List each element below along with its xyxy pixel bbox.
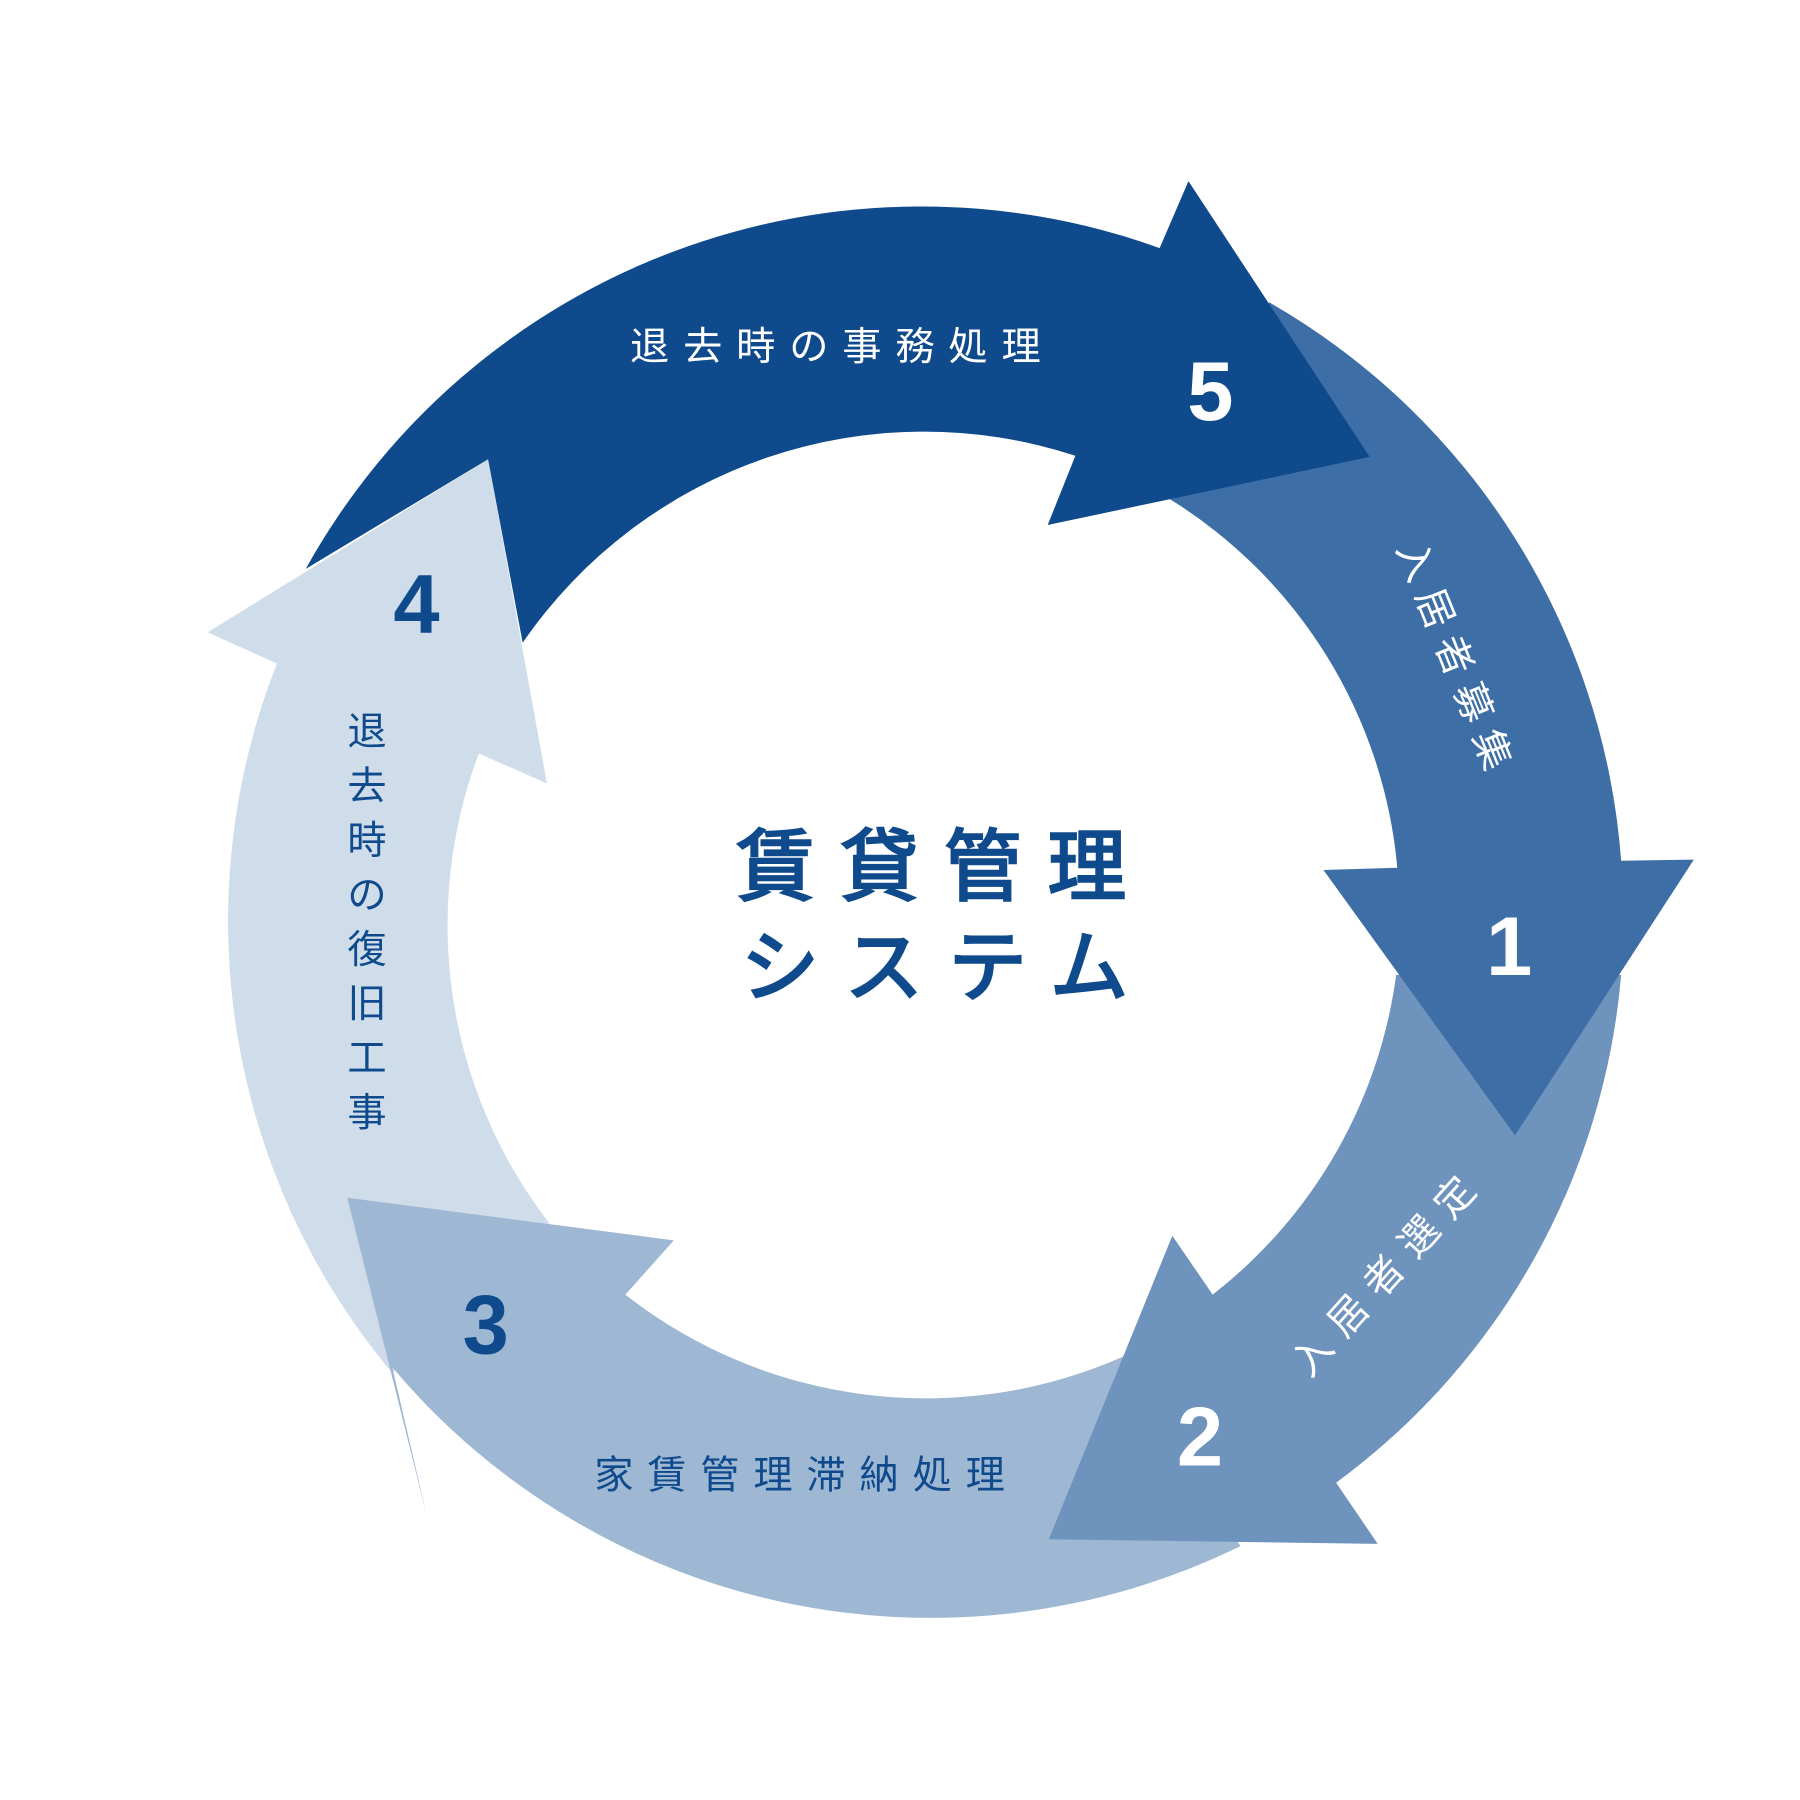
label-character: 旧 [347, 982, 386, 1027]
step-5-label: 退去時の事務処理 [630, 325, 1055, 370]
arrow-step-5 [305, 181, 1370, 643]
arrow-step-3 [347, 1197, 1241, 1618]
step-5-number: 5 [1187, 345, 1233, 438]
label-character: 事 [347, 1091, 386, 1136]
label-character: 復 [347, 928, 386, 973]
step-3-label: 家賃管理滞納処理 [594, 1453, 1019, 1498]
label-character: 去 [347, 765, 386, 810]
arrow-step-1 [1168, 302, 1694, 1136]
label-character: の [347, 873, 386, 918]
step-4-number: 4 [393, 557, 439, 650]
step-3-number: 3 [463, 1278, 509, 1371]
step-2-number: 2 [1177, 1390, 1223, 1483]
label-character: 時 [347, 819, 386, 864]
arrow-step-4 [207, 459, 550, 1374]
step-1-number: 1 [1486, 900, 1532, 993]
arrow-step-2 [1048, 975, 1622, 1544]
title-line-1: 賃貸管理 [735, 821, 1151, 913]
title-line-2: システム [741, 922, 1154, 1014]
label-character: 退 [347, 710, 386, 755]
label-character: 工 [347, 1037, 386, 1082]
